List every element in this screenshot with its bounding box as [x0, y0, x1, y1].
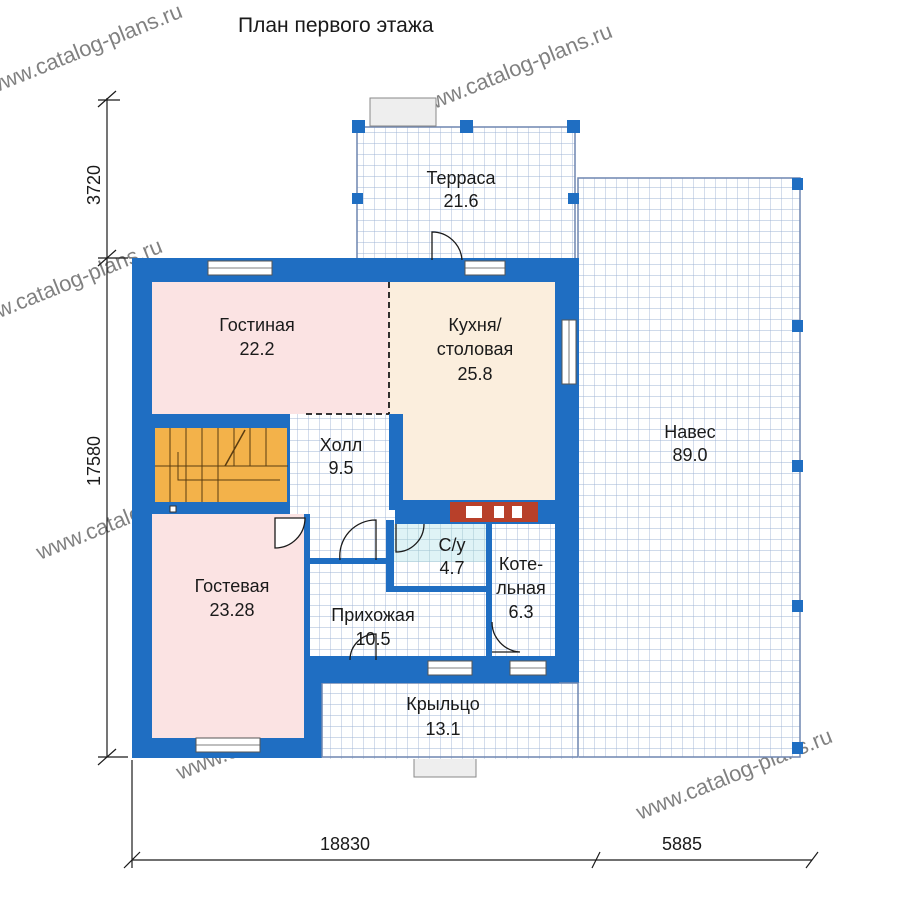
kitchen-area: 25.8	[457, 364, 492, 384]
porch-area-value: 13.1	[425, 719, 460, 739]
plan-title: План первого этажа	[238, 14, 434, 37]
canopy-posts	[792, 178, 803, 754]
living-room-floor	[152, 282, 389, 414]
boiler-room-floor	[490, 524, 557, 657]
boiler-name-2: льная	[496, 578, 546, 598]
guest-room-name: Гостевая	[195, 576, 270, 596]
bathroom-name: С/у	[439, 535, 466, 555]
porch-name: Крыльцо	[406, 694, 479, 714]
watermark-text: www.catalog-plans.ru	[412, 18, 616, 120]
boiler-name-1: Коте-	[499, 554, 543, 574]
terrace-posts	[352, 120, 580, 204]
entry-floor	[306, 562, 488, 658]
terrace-step	[369, 97, 437, 127]
dimension-lines	[97, 90, 819, 869]
window-mullions	[196, 267, 570, 746]
guest-room-area: 23.28	[209, 600, 254, 620]
canopy-area	[577, 177, 801, 758]
terrace-area-value: 21.6	[443, 191, 478, 211]
hall-area: 9.5	[328, 458, 353, 478]
wall-socket	[169, 505, 177, 513]
entry-area: 10.5	[355, 629, 390, 649]
stair-treads	[155, 428, 288, 502]
watermark-text: www.catalog-plans.ru	[0, 0, 186, 100]
canopy-name: Навес	[664, 422, 715, 442]
room-labels: Терраса 21.6 Гостиная 22.2 Кухня/ столов…	[195, 168, 716, 739]
kitchen-name-1: Кухня/	[448, 315, 501, 335]
stairs	[155, 428, 288, 502]
door-swings	[274, 231, 521, 661]
kitchen-name-2: столовая	[437, 339, 514, 359]
boiler-area: 6.3	[508, 602, 533, 622]
kitchen-floor	[389, 282, 559, 500]
canopy-area-value: 89.0	[672, 445, 707, 465]
dim-bottom-main: 18830	[320, 834, 370, 854]
hall-name: Холл	[320, 435, 362, 455]
bathroom-area: 4.7	[439, 558, 464, 578]
entry-name: Прихожая	[331, 605, 414, 625]
living-room-name: Гостиная	[219, 315, 295, 335]
kitchen-counter	[450, 502, 538, 522]
dim-left-top: 3720	[84, 165, 104, 205]
dim-bottom-right: 5885	[662, 834, 702, 854]
living-room-area: 22.2	[239, 339, 274, 359]
dim-left-main: 17580	[84, 436, 104, 486]
guest-room-floor	[152, 514, 304, 738]
porch-step	[413, 756, 477, 778]
terrace-name: Терраса	[426, 168, 496, 188]
